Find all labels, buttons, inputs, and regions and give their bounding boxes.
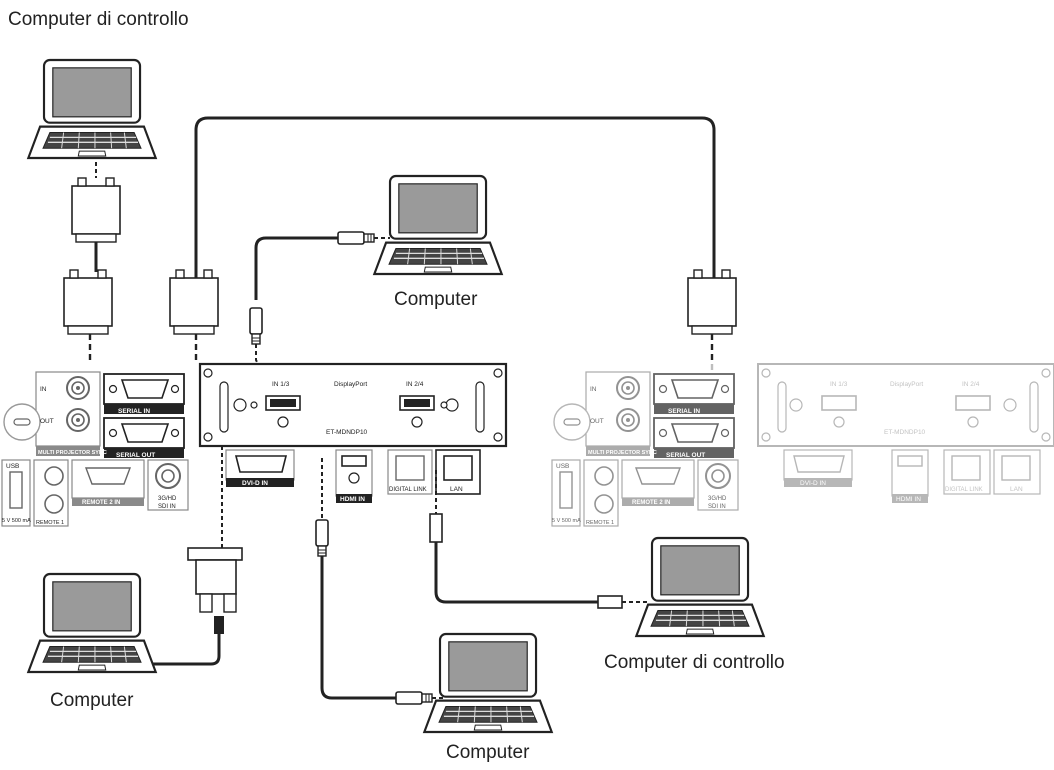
svg-text:ET-MDNDP10: ET-MDNDP10 (326, 429, 368, 436)
label-computer-top: Computer (394, 289, 478, 310)
hdmi-plug-icon (315, 519, 329, 557)
svg-text:SDI IN: SDI IN (158, 504, 176, 510)
svg-text:DIGITAL LINK: DIGITAL LINK (945, 487, 983, 493)
svg-text:IN 2/4: IN 2/4 (406, 381, 424, 388)
svg-text:REMOTE 1: REMOTE 1 (36, 520, 64, 526)
svg-text:SERIAL IN: SERIAL IN (118, 408, 150, 415)
svg-text:DisplayPort: DisplayPort (890, 381, 923, 388)
displayport-plug-icon (249, 307, 263, 345)
left-projector-panel: SERIAL IN SERIAL OUT MULTI PROJECTOR SYN… (0, 363, 201, 527)
svg-text:5 V 500 mA: 5 V 500 mA (552, 518, 581, 524)
svg-text:MULTI PROJECTOR SYNC: MULTI PROJECTOR SYNC (588, 450, 657, 456)
laptop-icon (373, 174, 503, 276)
svg-text:IN 2/4: IN 2/4 (962, 381, 980, 388)
svg-text:DVI-D IN: DVI-D IN (800, 480, 826, 487)
label-control-computer-top: Computer di controllo (8, 9, 189, 30)
hdmi-plug-icon (395, 691, 433, 705)
svg-text:REMOTE 2 IN: REMOTE 2 IN (82, 500, 120, 506)
svg-text:SERIAL OUT: SERIAL OUT (666, 452, 705, 459)
laptop-icon (635, 536, 765, 638)
svg-text:HDMI IN: HDMI IN (340, 496, 365, 503)
svg-text:LAN: LAN (1010, 486, 1023, 493)
svg-text:3G/HD: 3G/HD (158, 496, 177, 502)
svg-text:DIGITAL LINK: DIGITAL LINK (389, 487, 427, 493)
svg-text:USB: USB (6, 463, 19, 470)
svg-text:REMOTE 2 IN: REMOTE 2 IN (632, 500, 670, 506)
svg-text:REMOTE 1: REMOTE 1 (586, 520, 614, 526)
svg-text:SERIAL IN: SERIAL IN (668, 408, 700, 415)
svg-text:HDMI IN: HDMI IN (896, 496, 921, 503)
serial-connector-icon (169, 269, 219, 335)
svg-text:MULTI PROJECTOR SYNC: MULTI PROJECTOR SYNC (38, 450, 107, 456)
label-computer-bottom-left: Computer (50, 690, 134, 711)
svg-text:IN 1/3: IN 1/3 (272, 381, 290, 388)
svg-text:3G/HD: 3G/HD (708, 496, 727, 502)
right-projector-panel: SERIAL IN SERIAL OUT MULTI PROJECTOR SYN… (549, 363, 1054, 527)
serial-connector-icon (687, 269, 737, 335)
svg-text:IN: IN (40, 386, 47, 393)
svg-text:5 V 500 mA: 5 V 500 mA (2, 518, 31, 524)
svg-text:LAN: LAN (450, 486, 463, 493)
serial-adapter-icon (71, 177, 121, 243)
left-displayport-board: IN 1/3 DisplayPort IN 2/4 ET-MDNDP10 (198, 362, 508, 448)
svg-text:OUT: OUT (590, 418, 604, 425)
svg-text:OUT: OUT (40, 418, 54, 425)
svg-text:ET-MDNDP10: ET-MDNDP10 (884, 429, 926, 436)
svg-text:SERIAL OUT: SERIAL OUT (116, 452, 155, 459)
left-lower-ports: DVI-D IN HDMI IN DIGITAL LINK LAN (225, 449, 481, 503)
label-computer-bottom-center: Computer (446, 742, 530, 763)
svg-text:SDI IN: SDI IN (708, 504, 726, 510)
dvi-plug-icon (187, 547, 243, 634)
serial-connector-icon (63, 269, 113, 335)
laptop-icon (423, 632, 553, 734)
svg-text:IN 1/3: IN 1/3 (830, 381, 848, 388)
svg-text:DisplayPort: DisplayPort (334, 381, 367, 388)
laptop-icon (27, 572, 157, 674)
svg-text:USB: USB (556, 463, 569, 470)
label-control-computer-right: Computer di controllo (604, 652, 785, 673)
svg-text:DVI-D IN: DVI-D IN (242, 480, 268, 487)
svg-text:IN: IN (590, 386, 597, 393)
hdmi-plug-icon (337, 231, 375, 245)
laptop-icon (27, 58, 157, 160)
